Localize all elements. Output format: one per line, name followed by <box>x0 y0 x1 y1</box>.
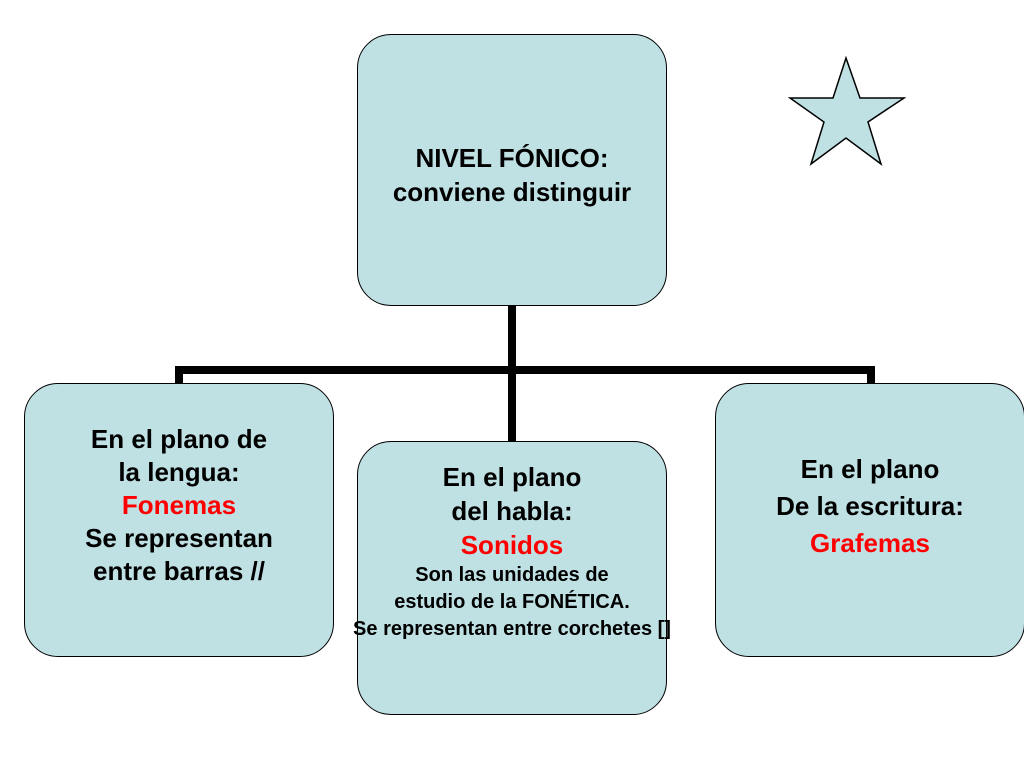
node-habla-highlight: Sonidos <box>460 530 564 560</box>
connector-horizontal <box>175 366 875 374</box>
root-node-nivel-fonico: NIVEL FÓNICO: conviene distinguir <box>357 34 667 306</box>
node-escritura-line1: En el plano <box>800 453 940 484</box>
node-habla-note1: Son las unidades de <box>415 564 609 586</box>
star-shape <box>788 56 906 166</box>
node-lengua-line1: En el plano de <box>90 423 268 454</box>
node-lengua-highlight: Fonemas <box>121 489 237 520</box>
node-lengua-line4: Se representan <box>85 522 273 553</box>
star-icon <box>788 56 906 166</box>
node-escritura-line2: De la escritura: <box>776 490 964 521</box>
node-plano-habla: En el plano del habla: Sonidos Son las u… <box>353 441 671 715</box>
node-lengua-line2: la lengua: <box>118 456 240 487</box>
node-habla-line1: En el plano <box>442 462 582 492</box>
node-habla-note3: Se representan entre corchetes [] <box>353 618 671 640</box>
connector-middle-drop <box>508 366 516 442</box>
node-escritura-highlight: Grafemas <box>810 527 930 558</box>
node-lengua-line5: entre barras // <box>93 555 265 586</box>
connector-right-drop <box>867 366 875 384</box>
root-node-title: NIVEL FÓNICO: <box>415 143 609 173</box>
node-habla-note2: estudio de la FONÉTICA. <box>394 591 630 613</box>
connector-left-drop <box>175 366 183 384</box>
root-node-subtitle: conviene distinguir <box>392 177 632 207</box>
node-plano-escritura: En el plano De la escritura: Grafemas <box>715 383 1024 657</box>
connector-vertical-top <box>508 306 516 370</box>
node-plano-lengua: En el plano de la lengua: Fonemas Se rep… <box>24 383 334 657</box>
node-habla-line2: del habla: <box>451 496 573 526</box>
